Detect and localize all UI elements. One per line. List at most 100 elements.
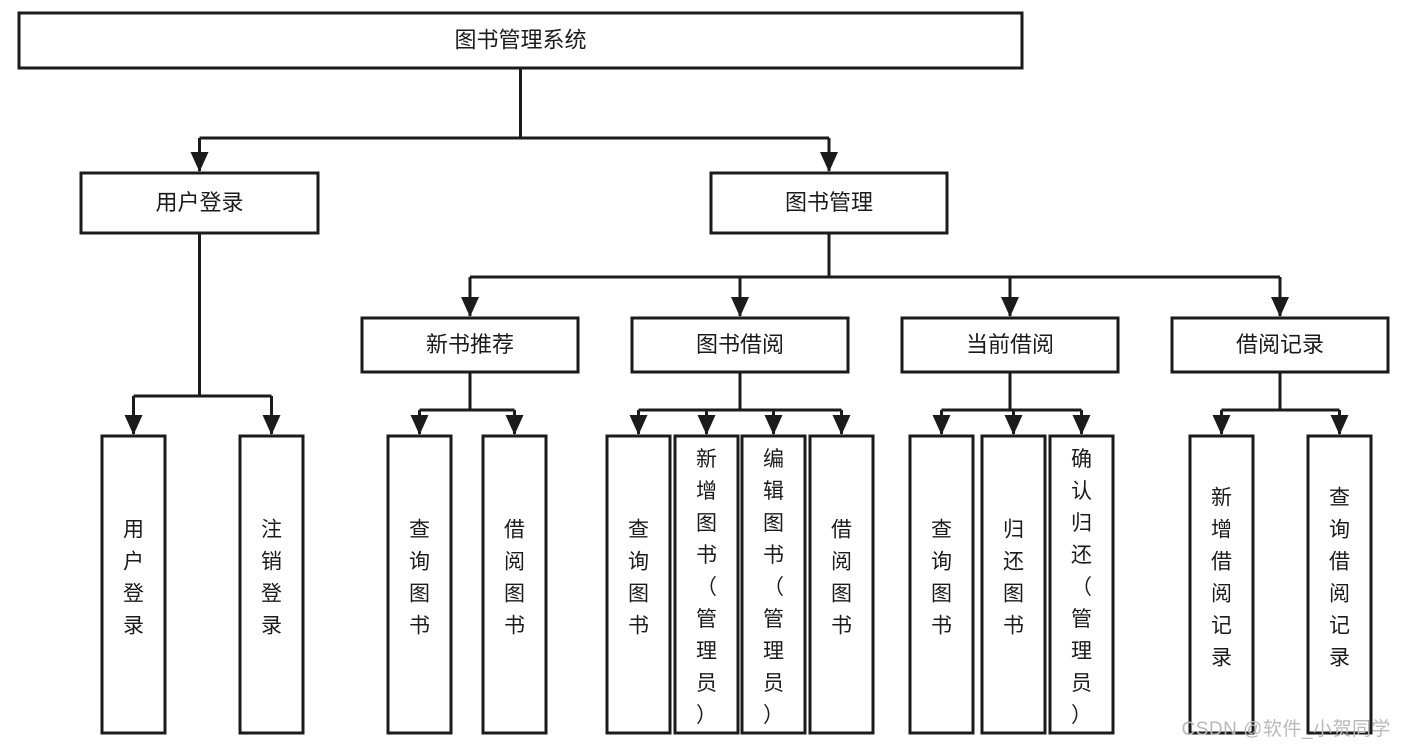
node-label: 借阅图书 [831,519,852,638]
node-box[interactable] [386,434,453,735]
node-box[interactable] [1170,316,1390,374]
node-level2-图书借阅[interactable]: 图书借阅 [630,316,850,374]
label-glyph: 销 [261,551,282,574]
arrow-head-icon [731,297,749,317]
node-level2-新书推荐[interactable]: 新书推荐 [360,316,580,374]
node-label: 新增图书（管理员） [696,448,717,727]
node-box[interactable] [100,434,167,735]
label-glyph: 图 [504,583,525,606]
label-glyph: 记 [1329,615,1350,638]
label-glyph: 阅 [1329,583,1350,606]
label-glyph: 书 [931,615,952,638]
label-glyph: 借 [1329,551,1350,574]
node-box[interactable] [808,434,875,735]
arrow-head-icon [764,415,783,435]
label-glyph: 记 [1211,615,1232,638]
node-box[interactable] [709,171,949,235]
label-glyph: 确 [1071,448,1092,471]
node-box[interactable] [1188,434,1255,735]
label-glyph: 图 [628,583,649,606]
arrow-head-icon [461,297,479,317]
node-box[interactable] [605,434,672,735]
label-glyph: 询 [1329,519,1350,542]
node-level2-借阅记录[interactable]: 借阅记录 [1170,316,1390,374]
node-box[interactable] [630,316,850,374]
node-leaf-借阅图书[interactable]: 借阅图书 [481,434,548,735]
label-glyph: 查 [628,519,649,542]
label-glyph: ） [1071,704,1092,727]
label-glyph: 图 [696,512,717,535]
connector-layer [124,68,1349,435]
node-box[interactable] [481,434,548,735]
node-box[interactable] [1048,434,1115,735]
arrow-head-icon [1004,415,1023,435]
node-leaf-查询借阅记录[interactable]: 查询借阅记录 [1306,434,1373,735]
label-glyph: 增 [1211,519,1232,542]
node-leaf-新增图书管理员[interactable]: 新增图书（管理员） [673,434,740,735]
label-glyph: 阅 [1211,583,1232,606]
node-leaf-查询图书[interactable]: 查询图书 [605,434,672,735]
node-box[interactable] [79,171,320,235]
label-glyph: 登 [123,583,144,606]
label-glyph: 录 [261,615,282,638]
node-label: 查询图书 [409,519,430,638]
arrow-head-icon [1072,415,1091,435]
node-leaf-用户登录[interactable]: 用户登录 [100,434,167,735]
label-glyph: 还 [1071,544,1092,567]
label-glyph: 阅 [831,551,852,574]
label-glyph: （ [696,576,717,599]
arrow-head-icon [697,415,716,435]
node-box[interactable] [740,434,807,735]
node-label: 确认归还（管理员） [1071,448,1092,727]
label-glyph: 图 [931,583,952,606]
label-glyph: （ [763,576,784,599]
node-leaf-新增借阅记录[interactable]: 新增借阅记录 [1188,434,1255,735]
node-level1-图书管理[interactable]: 图书管理 [709,171,949,235]
node-leaf-查询图书[interactable]: 查询图书 [386,434,453,735]
node-box[interactable] [238,434,305,735]
node-label: 注销登录 [261,519,282,638]
label-glyph: 录 [1211,647,1232,670]
node-level1-用户登录[interactable]: 用户登录 [79,171,320,235]
node-leaf-确认归还管理员[interactable]: 确认归还（管理员） [1048,434,1115,735]
label-glyph: 管 [763,608,784,631]
label-glyph: 用 [123,519,144,542]
label-glyph: 户 [123,551,144,574]
label-glyph: 理 [763,640,784,663]
node-box[interactable] [17,11,1024,70]
node-label: 查询图书 [628,519,649,638]
arrow-head-icon [1330,415,1349,435]
node-level2-当前借阅[interactable]: 当前借阅 [900,316,1120,374]
arrow-head-icon [505,415,524,435]
label-glyph: 询 [628,551,649,574]
label-glyph: 员 [763,672,784,695]
arrow-head-icon [190,152,209,172]
label-glyph: 借 [504,519,525,542]
arrow-head-icon [1001,297,1019,317]
node-root-图书管理系统[interactable]: 图书管理系统 [17,11,1024,70]
label-glyph: 理 [696,640,717,663]
label-glyph: 书 [1003,615,1024,638]
node-box[interactable] [1306,434,1373,735]
node-label: 查询图书 [931,519,952,638]
node-leaf-归还图书[interactable]: 归还图书 [980,434,1047,735]
arrow-head-icon [1271,297,1289,317]
node-label: 图书管理系统 [454,27,586,52]
label-glyph: 图 [831,583,852,606]
node-leaf-借阅图书[interactable]: 借阅图书 [808,434,875,735]
arrow-head-icon [832,415,851,435]
node-leaf-查询图书[interactable]: 查询图书 [908,434,975,735]
node-box[interactable] [673,434,740,735]
node-label: 归还图书 [1003,519,1024,638]
node-box[interactable] [900,316,1120,374]
node-box[interactable] [980,434,1047,735]
node-label: 图书借阅 [696,332,784,357]
node-box[interactable] [908,434,975,735]
node-leaf-注销登录[interactable]: 注销登录 [238,434,305,735]
label-glyph: 理 [1071,640,1092,663]
label-glyph: ） [696,704,717,727]
node-box[interactable] [360,316,580,374]
label-glyph: 书 [831,615,852,638]
node-leaf-编辑图书管理员[interactable]: 编辑图书（管理员） [740,434,807,735]
